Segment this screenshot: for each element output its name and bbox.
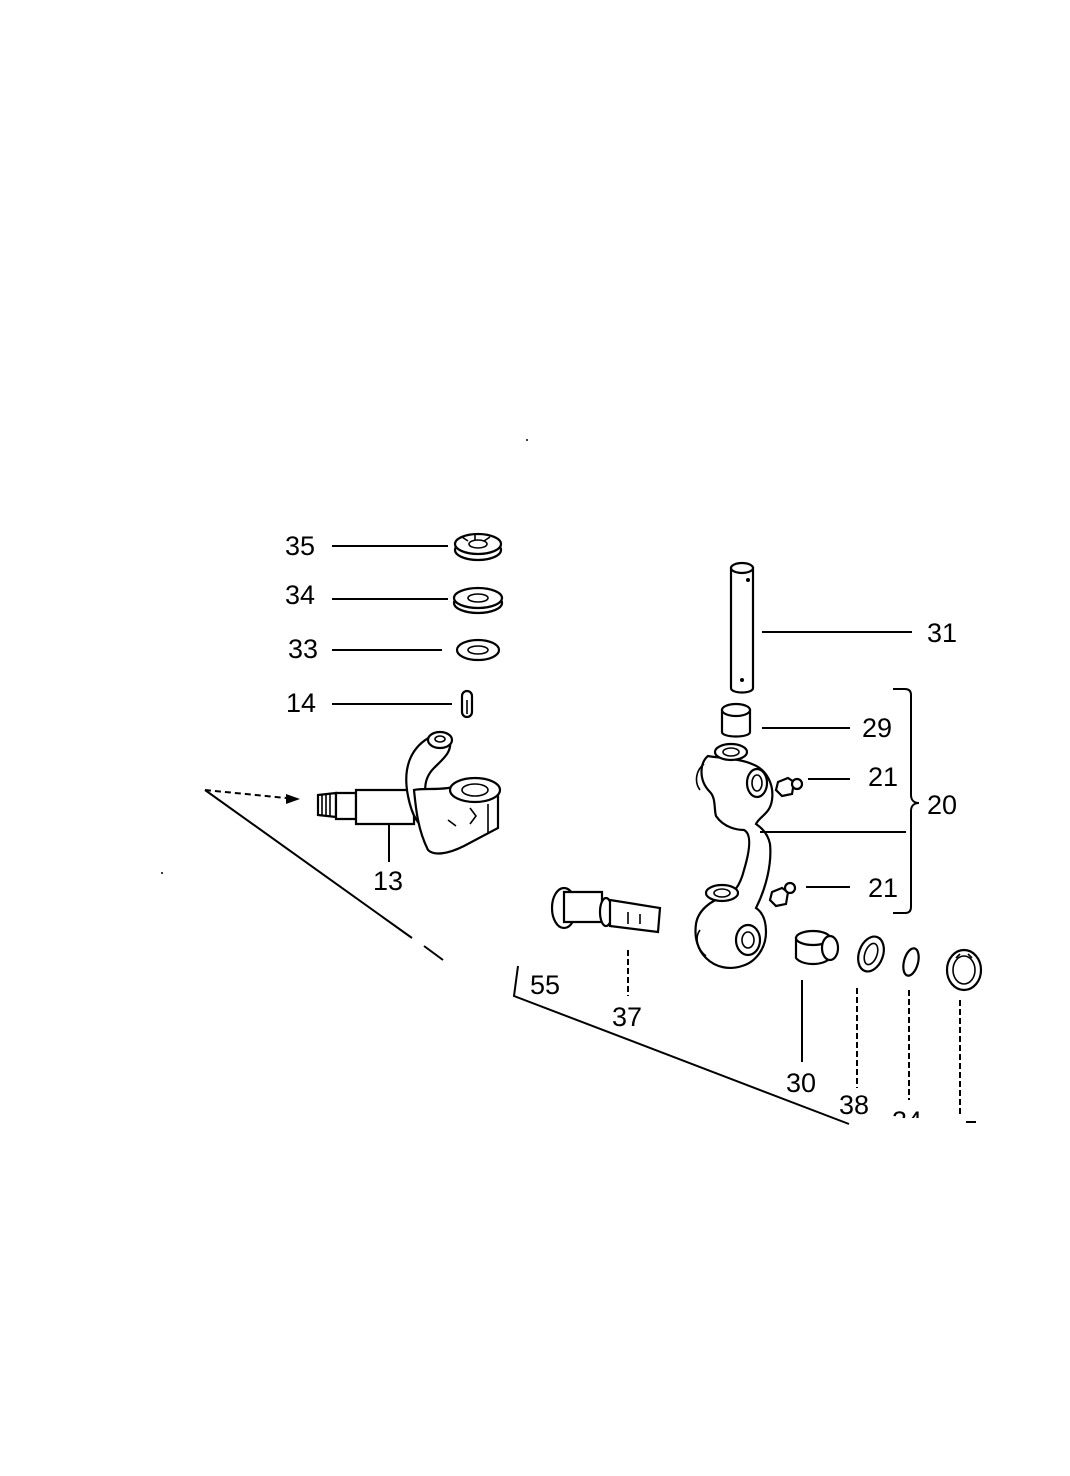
grease-nipple-21-upper [774, 776, 804, 798]
steering-link-20 [694, 742, 774, 969]
washer-34 [452, 586, 504, 615]
label-part-21-lower: 21 [868, 873, 898, 903]
label-part-30: 30 [786, 1068, 816, 1098]
label-part-37: 37 [612, 1002, 642, 1032]
label-part-38: 38 [839, 1090, 869, 1120]
king-pin-31 [729, 561, 755, 694]
section-line-left [204, 789, 413, 939]
assembly-bracket-55 [512, 965, 850, 1125]
seal-ring-34-right [902, 947, 920, 977]
bushing-30 [794, 929, 840, 966]
label-part-35: 35 [285, 531, 315, 561]
circlip [945, 948, 983, 992]
label-part-20: 20 [927, 790, 957, 820]
label-part-34: 34 [285, 580, 315, 610]
bushing-29 [720, 702, 752, 738]
label-part-29: 29 [862, 713, 892, 743]
group-brace-20 [893, 688, 920, 914]
direction-line [204, 789, 287, 799]
label-part-14: 14 [286, 688, 316, 718]
grease-nipple-21-lower [768, 881, 797, 908]
section-line-left-end [423, 945, 444, 961]
castle-nut-35 [453, 532, 503, 562]
label-crop-mask [880, 1118, 940, 1148]
cotter-pin-14 [460, 689, 474, 719]
label-part-21-upper: 21 [868, 762, 898, 792]
arrow-head-icon [286, 794, 300, 804]
seal-ring-33 [455, 638, 501, 662]
pivot-bolt-37 [550, 886, 662, 934]
washer-38 [857, 935, 885, 973]
label-part-13: 13 [373, 866, 403, 896]
label-part-31: 31 [927, 618, 957, 648]
label-part-33: 33 [288, 634, 318, 664]
steering-knuckle-13 [316, 730, 502, 855]
label-part-55: 55 [530, 970, 560, 1000]
